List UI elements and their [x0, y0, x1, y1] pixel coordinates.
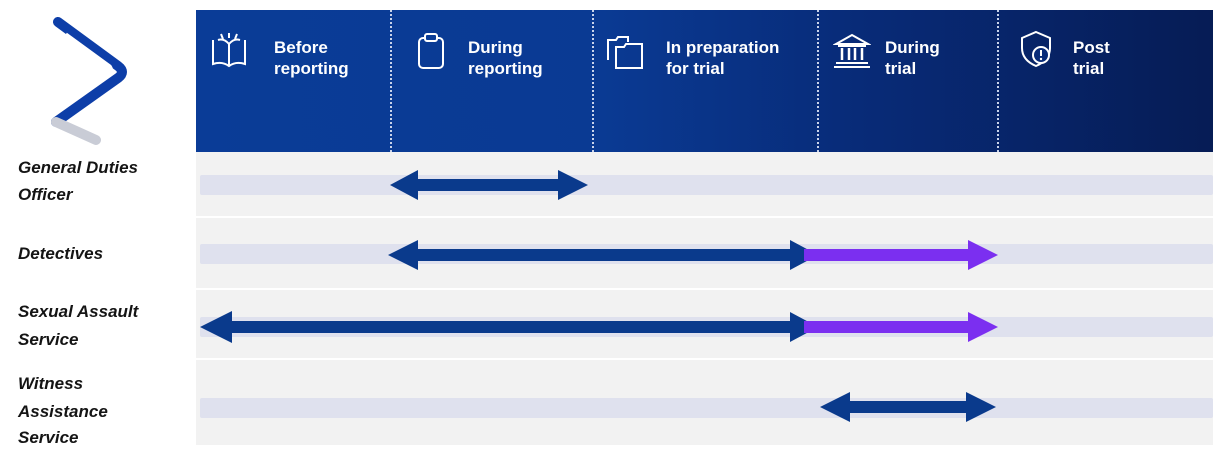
logo-chevron-icon	[51, 17, 127, 145]
stage-label-line2: trial	[1073, 59, 1105, 78]
stage-label-line1: During	[885, 38, 940, 57]
stage-label-line1: Before	[274, 38, 328, 57]
row-label: General Duties Officer	[0, 152, 196, 216]
double-arrow-general-duties	[390, 170, 588, 200]
row-label-line2: Officer	[18, 185, 73, 204]
arrow-detectives-purple	[804, 240, 998, 270]
stage-post-trial: Post trial	[997, 10, 1213, 152]
phase-header: Before reporting During reporting In pre…	[196, 10, 1213, 152]
row-label-line1: General Duties	[18, 158, 138, 177]
arrow-sexual-assault-blue	[200, 311, 818, 343]
stage-divider	[390, 10, 392, 152]
row-label-line3: Service	[18, 428, 79, 447]
row-label-line2: Service	[18, 330, 79, 349]
row-label-line2: Assistance	[18, 402, 108, 421]
stage-label-line1: Post	[1073, 38, 1110, 57]
row-label: Witness Assistance Service	[0, 360, 196, 447]
stage-label-line2: reporting	[468, 59, 543, 78]
stage-before-reporting: Before reporting	[196, 10, 390, 152]
stage-label-line2: trial	[885, 59, 917, 78]
folders-icon	[607, 36, 643, 69]
stage-label-line1: During	[468, 38, 523, 57]
row-label-line1: Witness	[18, 374, 84, 393]
row-witness-assistance-service: Witness Assistance Service	[0, 360, 1213, 447]
stage-label-line1: In preparation	[666, 38, 780, 57]
clipboard-icon	[418, 33, 444, 69]
stage-divider	[817, 10, 819, 152]
row-label: Sexual Assault Service	[0, 290, 196, 358]
stage-label-line2: reporting	[274, 59, 349, 78]
stage-label-line2: for trial	[666, 59, 725, 78]
row-label-line1: Sexual Assault	[18, 302, 139, 321]
stage-during-reporting: During reporting	[390, 10, 592, 152]
book-icon	[212, 33, 246, 68]
double-arrow-witness-assistance	[820, 392, 996, 422]
stage-in-preparation-for-trial: In preparation for trial	[592, 10, 817, 152]
shield-alert-icon	[1021, 30, 1051, 68]
arrow-detectives-blue	[388, 240, 818, 270]
stage-divider	[592, 10, 594, 152]
arrow-sexual-assault-purple	[804, 312, 998, 342]
logo	[0, 0, 196, 152]
row-label-line1: Detectives	[18, 244, 104, 263]
stage-during-trial: During trial	[817, 10, 997, 152]
stage-divider	[997, 10, 999, 152]
row-label: Detectives	[0, 218, 196, 288]
courthouse-icon	[833, 33, 871, 68]
